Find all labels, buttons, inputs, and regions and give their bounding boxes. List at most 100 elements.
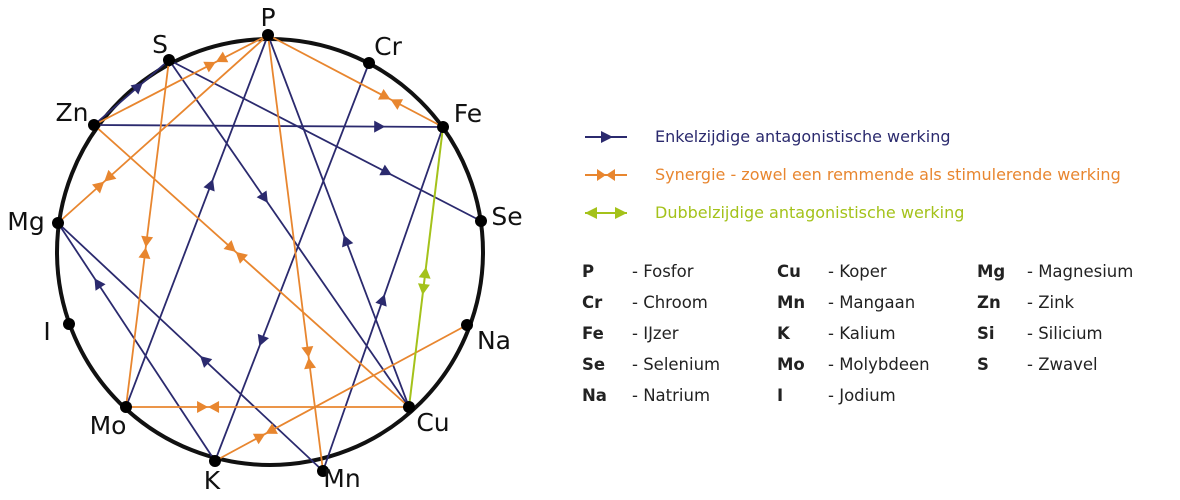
- element-name: - Kalium: [828, 324, 896, 343]
- connection-line: [125, 34, 269, 408]
- connection-line: [93, 59, 170, 126]
- connection-fe-cu: [408, 126, 444, 408]
- bowtie-icon: [235, 251, 248, 264]
- node-label-mo: Mo: [90, 411, 127, 440]
- bowtie-icon: [390, 99, 404, 110]
- connection-line: [125, 59, 170, 408]
- element-name: - Fosfor: [632, 262, 694, 281]
- arrow-icon: [379, 164, 392, 176]
- node-label-cr: Cr: [374, 32, 402, 61]
- element-symbol: I: [777, 386, 784, 405]
- legend-label: Enkelzijdige antagonistische werking: [655, 127, 951, 146]
- element-name: - Zink: [1027, 293, 1075, 312]
- element-symbol: Mn: [777, 293, 806, 312]
- legend-two-way: Dubbelzijdige antagonistische werking: [585, 203, 1165, 223]
- element-name: - Zwavel: [1027, 355, 1098, 374]
- connection-s-mo: [125, 59, 170, 408]
- bowtie-icon: [197, 401, 209, 413]
- node-fe: [437, 121, 449, 133]
- node-label-se: Se: [491, 202, 522, 231]
- bowtie-icon: [203, 61, 216, 73]
- node-s: [163, 54, 175, 66]
- connection-line: [408, 126, 444, 408]
- node-na: [461, 319, 473, 331]
- element-name: - Magnesium: [1027, 262, 1134, 281]
- one-way-arrow-icon: [585, 131, 627, 143]
- node-label-mg: Mg: [7, 207, 44, 236]
- element-symbol: K: [777, 324, 790, 343]
- arrow-icon: [375, 294, 387, 307]
- connection-p-fe: [267, 34, 444, 128]
- element-name: - Jodium: [828, 386, 896, 405]
- node-p: [262, 29, 274, 41]
- bowtie-icon: [223, 240, 236, 252]
- connection-zn-p: [93, 34, 269, 126]
- bowtie-icon: [265, 423, 278, 434]
- arrow-icon: [203, 179, 215, 192]
- arrow-icon: [200, 355, 213, 368]
- synergy-bowtie-icon: [585, 169, 627, 181]
- legend-label: Dubbelzijdige antagonistische werking: [655, 203, 965, 222]
- connection-line: [57, 222, 216, 462]
- bowtie-icon: [138, 247, 151, 260]
- bowtie-icon: [215, 51, 229, 63]
- node-mg: [52, 217, 64, 229]
- element-symbol: Na: [582, 386, 607, 405]
- element-name: - Molybdeen: [828, 355, 930, 374]
- element-symbol: Cr: [582, 293, 603, 312]
- wheel-circle: [55, 37, 485, 467]
- bowtie-icon: [141, 235, 154, 248]
- connection-line: [168, 59, 482, 222]
- node-mo: [120, 401, 132, 413]
- connection-zn-cu: [93, 124, 410, 408]
- element-name: - IJzer: [632, 324, 679, 343]
- arrow-icon: [94, 278, 106, 291]
- node-label-fe: Fe: [454, 99, 482, 128]
- connection-mo-cu: [126, 401, 409, 413]
- element-name: - Selenium: [632, 355, 721, 374]
- element-symbol: Cu: [777, 262, 801, 281]
- node-label-i: I: [43, 317, 50, 346]
- connection-k-mg: [57, 222, 216, 462]
- element-symbol: Mg: [977, 262, 1006, 281]
- arrow-icon: [256, 190, 268, 203]
- element-name: - Silicium: [1027, 324, 1103, 343]
- bowtie-icon: [304, 357, 317, 370]
- element-symbol: Zn: [977, 293, 1001, 312]
- element-name: - Chroom: [632, 293, 708, 312]
- element-name: - Natrium: [632, 386, 711, 405]
- bowtie-icon: [104, 169, 117, 182]
- connection-line: [267, 34, 410, 408]
- arrow-icon: [257, 333, 269, 347]
- connection-s-se: [168, 59, 482, 222]
- connection-line: [267, 34, 444, 128]
- connection-line: [57, 34, 269, 224]
- node-k: [209, 455, 221, 467]
- node-i: [63, 318, 75, 330]
- connection-zn-s: [93, 59, 170, 126]
- bowtie-icon: [208, 401, 220, 413]
- arrow-icon: [417, 283, 430, 295]
- element-symbol: Si: [977, 324, 995, 343]
- element-symbol: P: [582, 262, 595, 281]
- node-label-mn: Mn: [323, 464, 360, 493]
- node-label-k: K: [204, 466, 221, 495]
- node-label-s: S: [152, 30, 168, 59]
- element-symbol: S: [977, 355, 989, 374]
- connection-mn-fe: [322, 126, 444, 472]
- connection-mo-p: [125, 34, 269, 408]
- double-arrow-icon: [585, 207, 627, 219]
- bowtie-icon: [92, 181, 105, 194]
- connection-line: [93, 124, 410, 408]
- arrow-icon: [374, 120, 386, 133]
- node-label-na: Na: [477, 326, 511, 355]
- node-se: [475, 215, 487, 227]
- element-symbol: Fe: [582, 324, 604, 343]
- connection-line: [57, 222, 324, 472]
- connection-mn-mg: [57, 222, 324, 472]
- connection-k-na: [214, 324, 468, 462]
- node-mn: [317, 465, 329, 477]
- element-name: - Mangaan: [828, 293, 916, 312]
- node-label-cu: Cu: [416, 408, 449, 437]
